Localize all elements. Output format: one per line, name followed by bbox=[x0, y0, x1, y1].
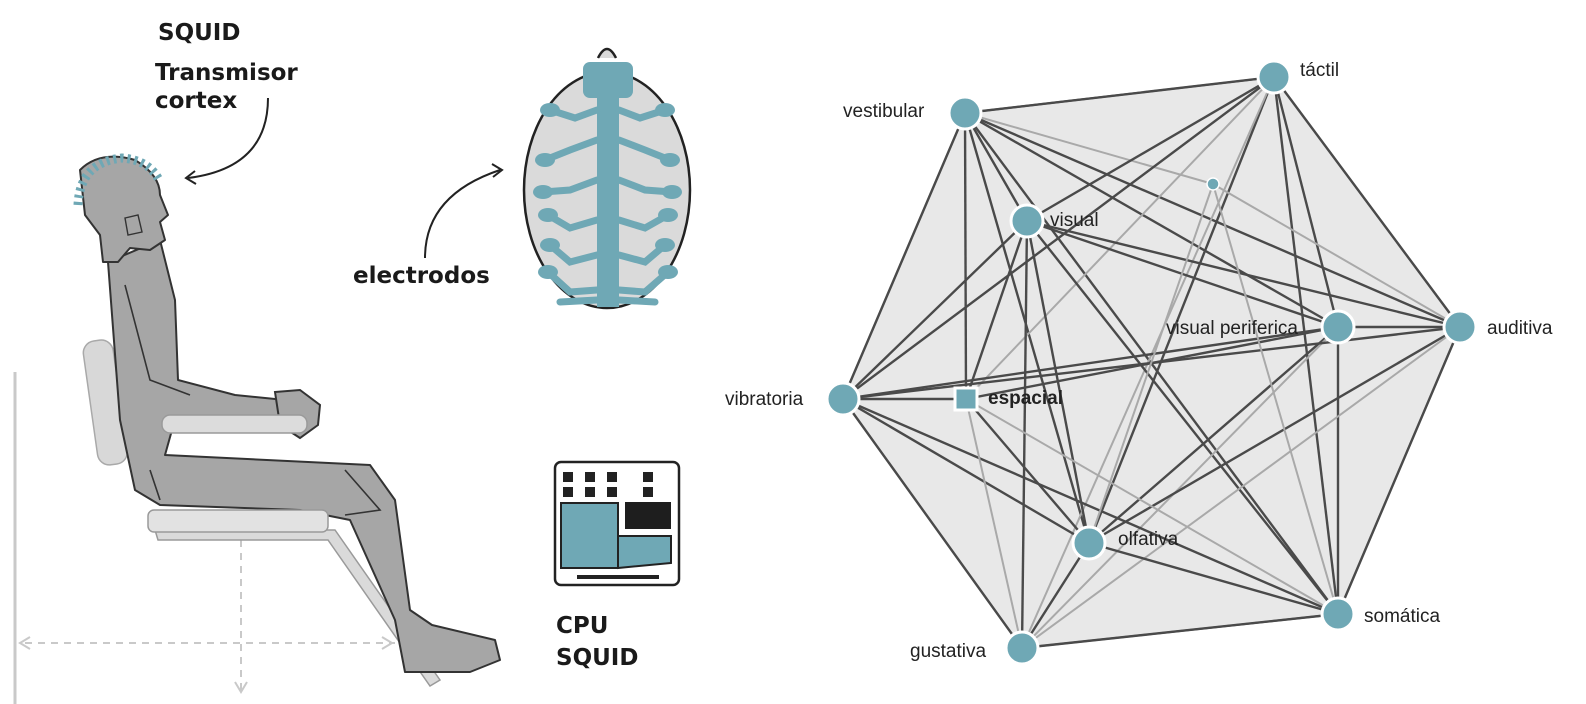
cpu-panel-left bbox=[560, 502, 619, 569]
label-cpu: CPU bbox=[556, 613, 608, 639]
edge-somatica-small bbox=[1212, 183, 1339, 615]
edge-espacial-somatica bbox=[965, 398, 1339, 615]
node-label-espacial: espacial bbox=[988, 388, 1063, 409]
ear bbox=[124, 214, 143, 236]
edge-vibratoria-somatica bbox=[842, 397, 1339, 616]
edge-vestibular-small bbox=[964, 112, 1214, 185]
edge-tactil-olfativa bbox=[1087, 76, 1276, 544]
chair-leg-rail bbox=[153, 529, 442, 688]
cpu-slot bbox=[577, 575, 659, 579]
edge-olfativa-small bbox=[1088, 183, 1214, 544]
node-auditiva bbox=[1442, 309, 1478, 345]
edge-visual_periferica-olfativa bbox=[1088, 326, 1339, 544]
label-electrodos: electrodos bbox=[353, 263, 490, 289]
electrode-spine bbox=[597, 95, 619, 307]
edge-somatica-gustativa bbox=[1021, 612, 1339, 650]
edge-vestibular-visual bbox=[963, 112, 1029, 222]
node-label-tactil: táctil bbox=[1300, 60, 1339, 81]
node-label-vibratoria: vibratoria bbox=[725, 389, 804, 410]
squid-helmet-sensors bbox=[73, 153, 165, 206]
cpu-icon bbox=[553, 460, 681, 587]
node-label-visual-periferica: visual periferica bbox=[1166, 318, 1298, 339]
node-label-vestibular: vestibular bbox=[843, 101, 925, 122]
edge-vestibular-tactil bbox=[964, 75, 1275, 115]
network-edges bbox=[841, 75, 1462, 650]
cpu-indicator-squares bbox=[563, 472, 653, 497]
node-label-visual: visual bbox=[1050, 210, 1099, 231]
electrode-branches bbox=[539, 106, 676, 306]
sensory-network bbox=[825, 59, 1478, 666]
hip-contour bbox=[149, 469, 161, 501]
down-arrow-icon bbox=[234, 681, 248, 694]
node-vibratoria bbox=[825, 381, 861, 417]
edge-tactil-vibratoria bbox=[842, 76, 1275, 400]
node-visual_periferica bbox=[1320, 309, 1356, 345]
label-transmisor: Transmisor bbox=[155, 60, 298, 86]
arm-contour bbox=[124, 284, 191, 396]
edge-visual-espacial bbox=[964, 220, 1029, 400]
electrode-pads bbox=[533, 103, 682, 279]
edge-visual-auditiva bbox=[1026, 219, 1461, 329]
label-cortex: cortex bbox=[155, 88, 237, 114]
seated-subject-illustration bbox=[13, 153, 501, 704]
node-small bbox=[1206, 177, 1220, 191]
body-silhouette bbox=[107, 239, 501, 673]
edge-vibratoria-gustativa bbox=[842, 398, 1023, 649]
edge-vestibular-vibratoria bbox=[841, 112, 967, 400]
transmisor-arrow bbox=[187, 97, 269, 179]
node-label-gustativa: gustativa bbox=[910, 641, 986, 662]
edge-visual-gustativa bbox=[1020, 220, 1029, 649]
left-arrow-icon bbox=[18, 636, 31, 650]
node-visual bbox=[1009, 203, 1045, 239]
node-olfativa bbox=[1071, 525, 1107, 561]
edge-vestibular-olfativa bbox=[963, 112, 1091, 544]
edge-tactil-visual bbox=[1026, 75, 1275, 223]
node-label-somatica: somática bbox=[1364, 606, 1440, 627]
knee-contour bbox=[344, 469, 382, 516]
edge-visual_periferica-gustativa bbox=[1021, 326, 1339, 649]
arrowhead-icon bbox=[491, 163, 504, 178]
edge-tactil-visual_periferica bbox=[1272, 76, 1340, 328]
node-label-olfativa: olfativa bbox=[1118, 529, 1179, 550]
node-somatica bbox=[1320, 596, 1356, 632]
node-espacial bbox=[953, 386, 979, 412]
network-nodes bbox=[825, 59, 1478, 666]
edge-auditiva-small bbox=[1212, 183, 1461, 328]
edge-espacial-olfativa bbox=[965, 398, 1090, 544]
edge-espacial-gustativa bbox=[965, 398, 1023, 649]
node-label-auditiva: auditiva bbox=[1487, 318, 1553, 339]
edge-vibratoria-olfativa bbox=[842, 397, 1090, 545]
edge-tactil-espacial bbox=[965, 76, 1275, 400]
edge-vestibular-visual_periferica bbox=[964, 111, 1339, 329]
label-cpu-squid: SQUID bbox=[556, 645, 638, 671]
chair-seat bbox=[147, 509, 329, 533]
cpu-display bbox=[625, 502, 671, 529]
node-vestibular bbox=[947, 95, 983, 131]
connector-block bbox=[583, 62, 633, 98]
right-arrow-icon bbox=[381, 636, 394, 650]
edge-auditiva-gustativa bbox=[1021, 326, 1461, 649]
edge-auditiva-somatica bbox=[1336, 326, 1462, 615]
edge-visual-vibratoria bbox=[842, 220, 1028, 400]
edge-visual_periferica-vibratoria bbox=[842, 325, 1339, 401]
node-tactil bbox=[1256, 59, 1292, 95]
cpu-panel-right bbox=[617, 535, 672, 570]
edge-olfativa-gustativa bbox=[1020, 542, 1091, 649]
arrowhead-icon bbox=[184, 170, 197, 185]
electrodos-arrow bbox=[424, 169, 501, 259]
nose bbox=[596, 47, 618, 59]
chair-armrest bbox=[161, 414, 308, 434]
label-squid: SQUID bbox=[158, 20, 240, 46]
edge-auditiva-olfativa bbox=[1088, 325, 1461, 545]
edge-visual-somatica bbox=[1026, 220, 1339, 615]
head bbox=[79, 155, 169, 263]
edge-olfativa-somatica bbox=[1088, 541, 1339, 616]
edge-vestibular-espacial bbox=[963, 112, 968, 400]
node-gustativa bbox=[1004, 630, 1040, 666]
electrode-head-topview bbox=[522, 47, 692, 310]
edge-tactil-auditiva bbox=[1273, 76, 1461, 328]
edge-vestibular-auditiva bbox=[964, 111, 1461, 329]
